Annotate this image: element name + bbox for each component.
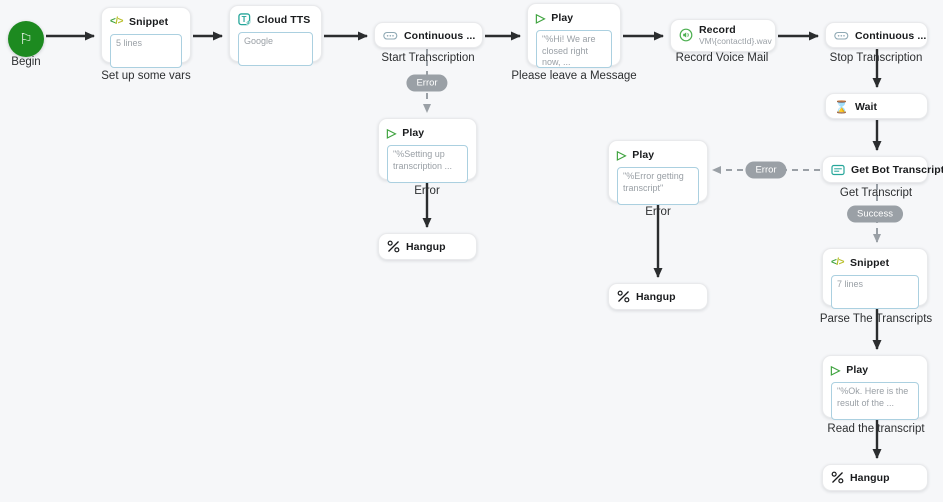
node-title: Wait <box>854 100 878 113</box>
snippet-lines-box[interactable]: 7 lines <box>831 275 919 309</box>
node-hangup-main[interactable]: Hangup <box>822 464 928 491</box>
node-title: Play <box>846 363 869 376</box>
tts-provider-box[interactable]: Google <box>238 32 313 66</box>
branch-badge-error[interactable]: Error <box>406 74 448 92</box>
node-title: Play <box>632 148 655 161</box>
hangup-icon <box>831 471 844 484</box>
node-title: Hangup <box>406 240 446 253</box>
node-caption: Read the transcript <box>827 423 925 435</box>
node-hangup-error2[interactable]: Hangup <box>608 283 708 310</box>
play-icon: ▷ <box>387 125 397 140</box>
node-title: Play <box>402 126 425 139</box>
node-play-setup-error[interactable]: ▷ Play "%Setting up transcription ... <box>378 118 477 183</box>
node-hangup-error1[interactable]: Hangup <box>378 233 477 260</box>
snippet-lines-box[interactable]: 5 lines <box>110 34 182 68</box>
node-title: Continuous ... <box>855 29 927 42</box>
record-audio-icon <box>679 28 693 42</box>
transcription-pill-icon <box>834 31 849 41</box>
play-icon: ▷ <box>536 10 546 25</box>
node-title: Snippet <box>128 15 169 28</box>
node-title: Continuous ... <box>404 29 476 42</box>
play-icon: ▷ <box>617 147 627 162</box>
node-caption: Error <box>414 185 440 197</box>
branch-badge-error[interactable]: Error <box>745 161 787 179</box>
node-play-transcript-error[interactable]: ▷ Play "%Error getting transcript" <box>608 140 708 205</box>
flag-icon: ⚐ <box>19 30 33 48</box>
node-caption: Please leave a Message <box>511 70 637 82</box>
svg-text:T: T <box>242 15 247 24</box>
node-get-bot-transcript[interactable]: Get Bot Transcript <box>822 156 943 183</box>
node-continuous-start[interactable]: Continuous ... <box>374 22 483 48</box>
transcription-pill-icon <box>383 31 398 41</box>
code-snippet-icon: </> <box>831 257 844 268</box>
hangup-icon <box>617 290 630 303</box>
record-filename: VM\{contactId}.wav <box>699 36 772 46</box>
node-title: Get Bot Transcript <box>851 163 943 176</box>
hangup-icon <box>387 240 400 253</box>
code-snippet-icon: </> <box>110 16 123 27</box>
node-caption: Start Transcription <box>381 52 475 64</box>
node-caption: Set up some vars <box>101 70 191 82</box>
node-caption: Stop Transcription <box>829 52 923 64</box>
node-title: Hangup <box>636 290 676 303</box>
play-prompt-box[interactable]: "%Error getting transcript" <box>617 167 699 205</box>
node-continuous-stop[interactable]: Continuous ... <box>825 22 928 48</box>
hourglass-icon: ⌛ <box>834 99 849 114</box>
play-prompt-box[interactable]: "%Ok. Here is the result of the ... <box>831 382 919 420</box>
node-title: Record <box>699 24 736 36</box>
play-prompt-box[interactable]: "%Setting up transcription ... <box>387 145 468 183</box>
node-title: Snippet <box>849 256 890 269</box>
node-play-result[interactable]: ▷ Play "%Ok. Here is the result of the .… <box>822 355 928 420</box>
node-caption: Get Transcript <box>839 187 913 199</box>
node-snippet-setup[interactable]: </> Snippet 5 lines <box>101 7 191 68</box>
play-prompt-box[interactable]: "%Hi! We are closed right now, ... <box>536 30 612 68</box>
begin-node[interactable]: ⚐ <box>8 21 44 57</box>
node-wait[interactable]: ⌛ Wait <box>825 93 928 119</box>
branch-badge-success[interactable]: Success <box>847 205 903 223</box>
node-caption: Parse The Transcripts <box>819 313 933 325</box>
begin-label: Begin <box>11 56 41 68</box>
node-snippet-parse[interactable]: </> Snippet 7 lines <box>822 248 928 309</box>
play-icon: ▷ <box>831 362 841 377</box>
node-record[interactable]: Record VM\{contactId}.wav <box>670 19 776 52</box>
svg-text:d: d <box>247 20 250 25</box>
node-caption: Error <box>645 206 671 218</box>
node-title: Cloud TTS <box>257 13 311 26</box>
node-play-greeting[interactable]: ▷ Play "%Hi! We are closed right now, ..… <box>527 3 621 68</box>
node-title: Play <box>551 11 574 24</box>
transcript-document-icon <box>831 164 845 176</box>
node-title: Hangup <box>850 471 890 484</box>
node-caption: Record Voice Mail <box>675 52 769 64</box>
